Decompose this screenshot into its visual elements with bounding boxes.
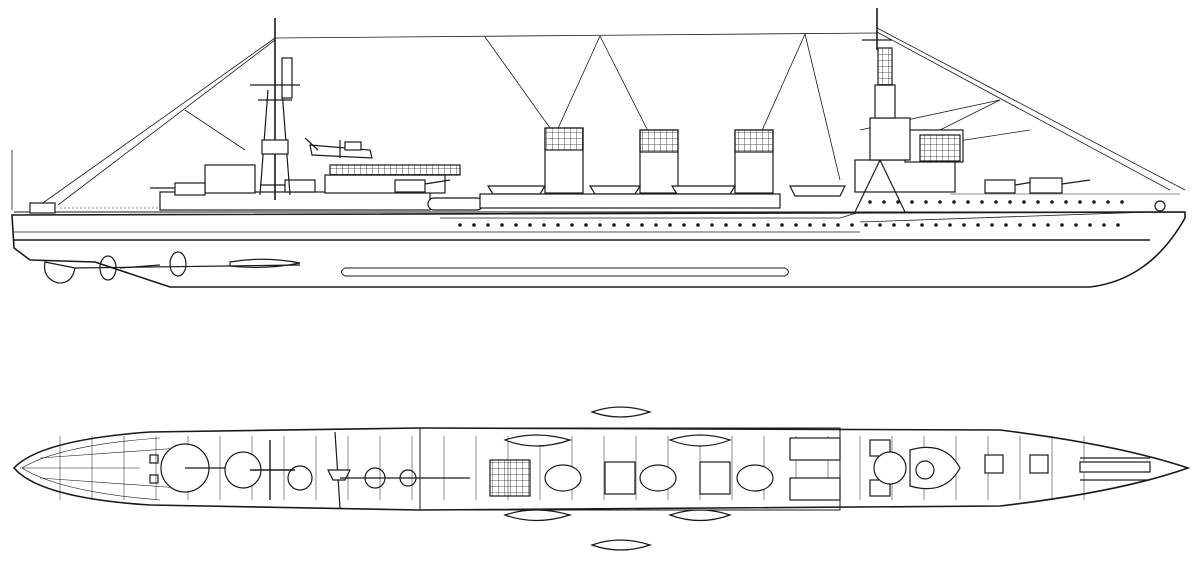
porthole: [570, 223, 574, 227]
profile-view: [11, 8, 1186, 288]
porthole: [1116, 223, 1120, 227]
porthole: [962, 223, 966, 227]
aft-gun-mounts: [29, 179, 451, 214]
porthole: [612, 223, 616, 227]
porthole: [1060, 223, 1064, 227]
porthole: [1074, 223, 1078, 227]
porthole: [1046, 223, 1050, 227]
portholes: [458, 200, 1124, 227]
funnels-plan: [489, 459, 774, 497]
porthole: [976, 223, 980, 227]
porthole: [1064, 200, 1068, 204]
porthole: [1004, 223, 1008, 227]
forward-gun-mounts: [984, 177, 1091, 194]
porthole: [514, 223, 518, 227]
porthole: [738, 223, 742, 227]
porthole: [668, 223, 672, 227]
porthole: [458, 223, 462, 227]
porthole: [1088, 223, 1092, 227]
bridge-superstructure: [854, 8, 964, 213]
porthole: [486, 223, 490, 227]
porthole: [892, 223, 896, 227]
hull-plan: [12, 427, 1191, 511]
boats-outboard: [503, 406, 732, 551]
funnels: [544, 127, 774, 194]
porthole: [528, 223, 532, 227]
hull-profile: [11, 211, 1186, 288]
porthole: [836, 223, 840, 227]
porthole: [934, 223, 938, 227]
porthole: [952, 200, 956, 204]
floatplane: [304, 137, 373, 159]
plan-view: [12, 406, 1191, 551]
porthole: [1036, 200, 1040, 204]
porthole: [542, 223, 546, 227]
porthole: [990, 223, 994, 227]
forward-deck-plan: [789, 437, 1151, 501]
aft-mast: [250, 18, 300, 200]
porthole: [948, 223, 952, 227]
porthole: [910, 200, 914, 204]
porthole: [724, 223, 728, 227]
aft-superstructure: [159, 164, 484, 211]
porthole: [1078, 200, 1082, 204]
porthole: [1050, 200, 1054, 204]
porthole: [598, 223, 602, 227]
aft-turrets-plan: [149, 443, 262, 493]
porthole: [850, 223, 854, 227]
porthole: [864, 223, 868, 227]
porthole: [654, 223, 658, 227]
lifeboats-profile: [479, 185, 846, 209]
porthole: [980, 200, 984, 204]
porthole: [584, 223, 588, 227]
porthole: [682, 223, 686, 227]
propellers-and-shafts: [43, 200, 1166, 284]
porthole: [1092, 200, 1096, 204]
porthole: [1018, 223, 1022, 227]
porthole: [556, 223, 560, 227]
porthole: [794, 223, 798, 227]
bilge-keel: [341, 267, 789, 277]
porthole: [640, 223, 644, 227]
porthole: [882, 200, 886, 204]
porthole: [696, 223, 700, 227]
porthole: [1120, 200, 1124, 204]
porthole: [906, 223, 910, 227]
porthole: [822, 223, 826, 227]
porthole: [1102, 223, 1106, 227]
porthole: [1032, 223, 1036, 227]
porthole: [868, 200, 872, 204]
porthole: [766, 223, 770, 227]
rigging: [11, 27, 1186, 210]
porthole: [1008, 200, 1012, 204]
porthole: [752, 223, 756, 227]
porthole: [896, 200, 900, 204]
porthole: [1106, 200, 1110, 204]
porthole: [920, 223, 924, 227]
porthole: [1022, 200, 1026, 204]
porthole: [626, 223, 630, 227]
porthole: [710, 223, 714, 227]
porthole: [472, 223, 476, 227]
aircraft-plan: [250, 431, 470, 509]
porthole: [938, 200, 942, 204]
porthole: [966, 200, 970, 204]
porthole: [808, 223, 812, 227]
porthole: [924, 200, 928, 204]
porthole: [500, 223, 504, 227]
porthole: [994, 200, 998, 204]
porthole: [878, 223, 882, 227]
porthole: [780, 223, 784, 227]
